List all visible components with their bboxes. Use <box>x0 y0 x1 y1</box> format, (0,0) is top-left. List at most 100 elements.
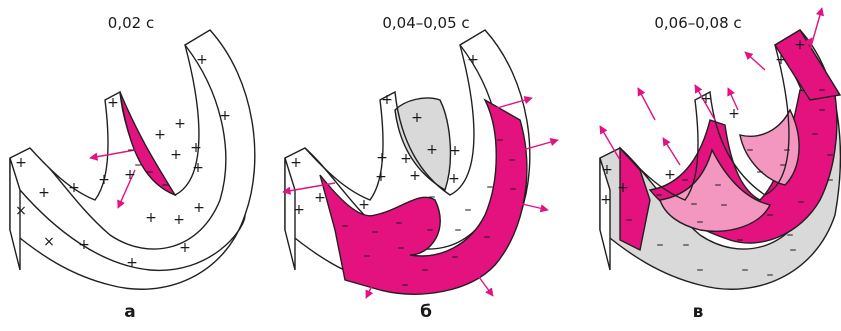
positive-charge-sign: + <box>617 180 629 196</box>
negative-charge-sign: – <box>766 207 774 223</box>
negative-charge-sign: – <box>454 222 462 238</box>
positive-charge-sign: + <box>193 200 205 216</box>
arrow <box>469 264 494 297</box>
negative-charge-sign: – <box>736 232 744 248</box>
negative-charge-sign: – <box>811 126 819 142</box>
negative-charge-sign: – <box>756 164 764 180</box>
positive-charge-sign: + <box>173 212 185 228</box>
negative-charge-sign: – <box>797 194 805 210</box>
panel-b-letter: б <box>420 302 432 322</box>
negative-charge-sign: – <box>696 214 704 230</box>
negative-charge-sign: – <box>509 181 517 197</box>
negative-charge-sign: – <box>341 218 349 234</box>
positive-charge-sign: + <box>728 106 740 122</box>
panel-b-heart <box>284 29 531 295</box>
positive-charge-sign: + <box>314 190 326 206</box>
panel-c-heart <box>599 29 841 290</box>
negative-charge-sign: – <box>656 237 664 253</box>
negative-charge-sign: – <box>496 132 504 148</box>
positive-charge-sign: + <box>190 140 202 156</box>
negative-charge-sign: – <box>486 179 494 195</box>
positive-charge-sign: + <box>794 37 806 53</box>
arrow <box>662 137 681 166</box>
negative-charge-sign: – <box>789 242 797 258</box>
panel-a-heart <box>9 29 256 290</box>
positive-charge-sign: + <box>411 110 423 126</box>
negative-charge-sign: – <box>127 142 135 158</box>
positive-charge-sign: + <box>78 237 90 253</box>
positive-charge-sign: + <box>174 116 186 132</box>
positive-charge-sign: + <box>107 95 119 111</box>
positive-charge-sign: + <box>400 151 412 167</box>
arrow <box>365 269 381 299</box>
negative-charge-sign: – <box>161 177 169 193</box>
negative-charge-sign: – <box>451 249 459 265</box>
negative-charge-sign: – <box>401 277 409 293</box>
negative-charge-sign: – <box>421 262 429 278</box>
arrow <box>744 51 766 71</box>
negative-charge-sign: – <box>625 212 633 228</box>
negative-charge-sign: – <box>395 215 403 231</box>
positive-charge-sign: + <box>664 167 676 183</box>
positive-charge-sign: + <box>449 143 461 159</box>
positive-charge-sign: + <box>376 150 388 166</box>
positive-charge-sign: + <box>290 155 302 171</box>
arrow <box>282 182 336 195</box>
positive-charge-sign: + <box>467 52 479 68</box>
arrow <box>809 7 824 51</box>
arrow <box>504 138 559 156</box>
arrow <box>789 37 813 69</box>
arrow <box>727 87 739 111</box>
negative-charge-sign: – <box>720 197 728 213</box>
positive-charge-sign: + <box>409 168 421 184</box>
positive-charge-sign: + <box>196 52 208 68</box>
positive-charge-sign: + <box>700 91 712 107</box>
negative-charge-sign: – <box>690 196 698 212</box>
arrow <box>694 84 716 121</box>
arrow <box>504 199 549 213</box>
negative-charge-sign: – <box>146 164 154 180</box>
negative-charge-sign: – <box>746 142 754 158</box>
negative-charge-sign: – <box>371 224 379 240</box>
positive-charge-sign: + <box>38 185 50 201</box>
arrow <box>489 96 533 111</box>
positive-charge-sign: + <box>68 180 80 196</box>
positive-charge-sign: + <box>179 240 191 256</box>
negative-charge-sign: – <box>818 82 826 98</box>
cross-mark: × <box>43 234 55 250</box>
negative-charge-sign: – <box>428 189 436 205</box>
negative-charge-sign: – <box>508 152 516 168</box>
negative-charge-sign: – <box>363 248 371 264</box>
negative-charge-sign: – <box>783 142 791 158</box>
positive-charge-sign: + <box>601 162 613 178</box>
negative-charge-sign: – <box>134 157 142 173</box>
negative-charge-sign: – <box>779 157 787 173</box>
panel-a-time-label: 0,02 c <box>107 14 155 32</box>
arrow <box>637 87 656 121</box>
positive-charge-sign: + <box>154 127 166 143</box>
arrow <box>599 125 621 161</box>
negative-charge-sign: – <box>681 172 689 188</box>
positive-charge-sign: + <box>192 160 204 176</box>
negative-charge-sign: – <box>682 237 690 253</box>
positive-charge-sign: + <box>375 169 387 185</box>
panel-c-letter: в <box>692 302 704 322</box>
positive-charge-sign: + <box>126 255 138 271</box>
negative-charge-sign: – <box>786 227 794 243</box>
vector-arrows <box>89 7 824 299</box>
positive-charge-sign: + <box>170 147 182 163</box>
positive-charge-sign: + <box>98 172 110 188</box>
cross-mark: × <box>15 203 27 219</box>
panel-b-time-label: 0,04–0,05 с <box>382 14 470 32</box>
negative-charge-sign: – <box>818 102 826 118</box>
negative-charge-sign: – <box>766 267 774 283</box>
arrow <box>89 149 136 161</box>
negative-charge-sign: – <box>483 229 491 245</box>
negative-charge-sign: – <box>464 202 472 218</box>
arrow <box>117 169 136 209</box>
positive-charge-sign: + <box>381 92 393 108</box>
negative-charge-sign: – <box>741 262 749 278</box>
panel-c-time-label: 0,06–0,08 с <box>654 14 742 32</box>
negative-charge-sign: – <box>426 222 434 238</box>
